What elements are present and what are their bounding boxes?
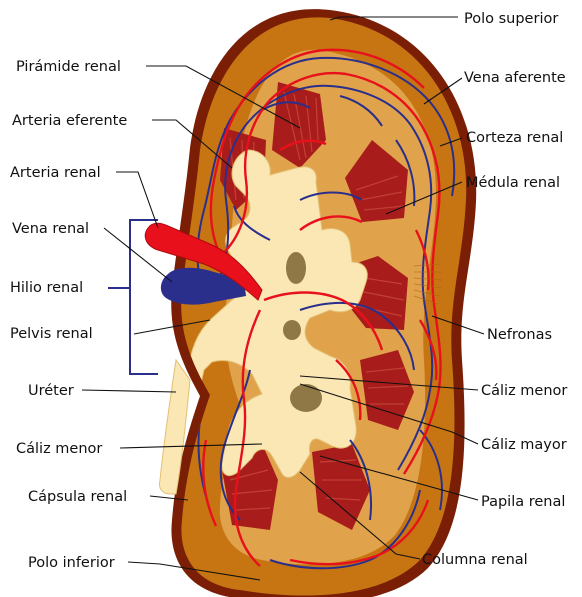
label-piramide-renal: Pirámide renal [16,59,121,75]
label-vena-renal: Vena renal [12,221,89,237]
label-polo-inferior: Polo inferior [28,555,115,571]
label-arteria-eferente: Arteria eferente [12,113,127,129]
label-capsula-renal: Cápsula renal [28,489,127,505]
label-caliz-menor-left: Cáliz menor [16,441,102,457]
label-caliz-mayor: Cáliz mayor [481,437,567,453]
label-arteria-renal: Arteria renal [10,165,101,181]
label-columna-renal: Columna renal [422,552,528,568]
label-nefronas: Nefronas [487,327,552,343]
label-medula-renal: Médula renal [466,175,560,191]
label-corteza-renal: Corteza renal [466,130,563,146]
label-ureter: Uréter [28,383,74,399]
label-pelvis-renal: Pelvis renal [10,326,93,342]
label-hilio-renal: Hilio renal [10,280,83,296]
label-papila-renal: Papila renal [481,494,565,510]
label-caliz-menor-right: Cáliz menor [481,383,567,399]
calyx-shadow [283,320,301,340]
calyx-shadow [286,252,306,284]
label-polo-superior: Polo superior [464,11,558,27]
calyx-shadow [290,384,322,412]
label-vena-aferente: Vena aferente [464,70,566,86]
